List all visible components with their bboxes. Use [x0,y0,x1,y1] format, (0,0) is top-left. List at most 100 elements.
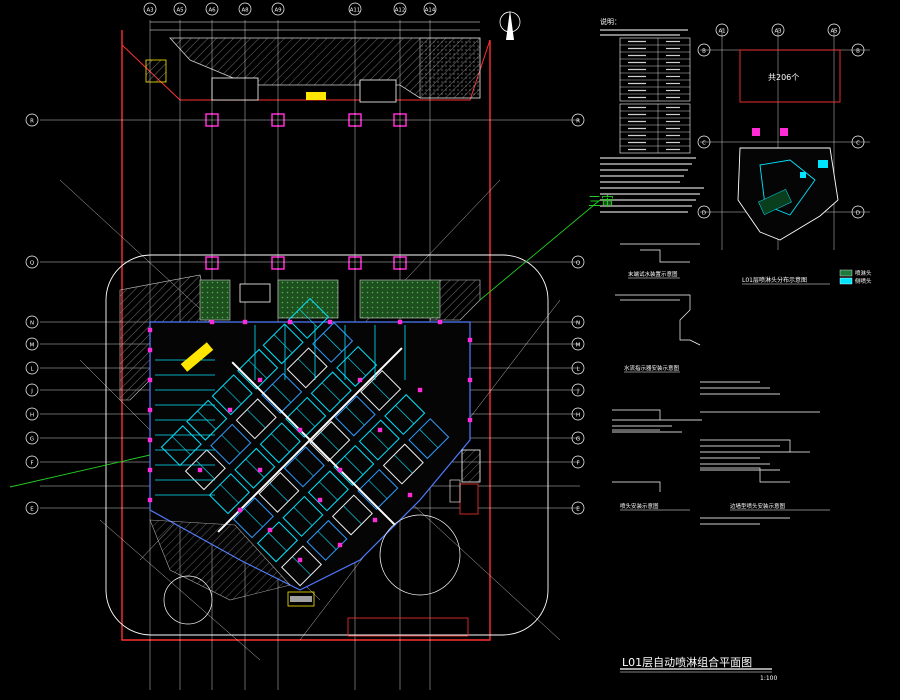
legend-label-2: 侧喷头 [855,277,872,285]
sprinkler-head [267,527,273,533]
column-row-middle [205,256,407,270]
notes-panel: 说明： 三审 [588,17,704,213]
sprinkler-head [407,492,413,498]
sprinkler-head [257,377,263,383]
sprinkler-head [437,319,443,325]
detail-caption-4: 边墙型喷头安装示意图 [730,502,786,510]
right-side-rooms [449,449,481,515]
sprinkler-head [197,467,203,473]
svg-text:R: R [576,118,580,124]
north-arrow-icon [499,10,521,40]
svg-text:D: D [856,210,860,216]
sprinkler-head [467,417,473,423]
svg-text:C: C [702,140,706,146]
svg-text:G: G [30,436,34,442]
inset-upper-block [739,49,841,103]
svg-text:A5: A5 [176,7,183,13]
svg-text:E: E [576,506,580,512]
sprinkler-head [287,319,293,325]
grid-bubble-top: A12 [393,2,407,16]
sprinkler-head [147,377,153,383]
svg-text:N: N [576,320,580,326]
svg-text:R: R [30,118,34,124]
svg-text:J: J [576,388,579,394]
sprinkler-head [467,337,473,343]
top-dimension-line [150,21,480,31]
svg-text:F: F [30,460,33,466]
svg-text:L: L [576,366,579,372]
sprinkler-head [377,427,383,433]
svg-text:M: M [576,342,581,348]
grid-bubble-left: M [25,337,39,351]
top-room-right [359,79,397,103]
sprinkler-head [147,437,153,443]
grid-bubble-left: E [25,501,39,515]
legend-label-1: 喷淋头 [855,269,872,277]
svg-text:A11: A11 [350,7,361,13]
sprinkler-head [337,467,343,473]
legend-swatch-2 [839,277,853,285]
grid-bubble-top: A9 [271,2,285,16]
svg-text:M: M [30,342,35,348]
inset-caption: L01层喷淋头分布示意图 [742,276,807,284]
notes-heading: 说明： [600,17,621,26]
notes-table-2 [619,103,691,154]
svg-text:Q: Q [576,260,580,266]
sprinkler-head [147,497,153,503]
svg-text:B: B [856,48,860,54]
svg-text:J: J [30,388,33,394]
grid-bubble-top: A8 [238,2,252,16]
detail-captions: 末端试水装置示意图 水流指示器安装示意图 喷头安装示意图 边墙型喷头安装示意图 [620,270,830,511]
detail-drawings [612,243,820,492]
svg-text:D: D [702,210,706,216]
sprinkler-head [147,327,153,333]
svg-text:Q: Q [30,260,34,266]
grid-bubble-top: A14 [423,2,437,16]
sprinkler-head [417,387,423,393]
detail-caption-2: 水流指示器安装示意图 [624,364,680,372]
grid-bubble-left: L [25,361,39,375]
svg-text:A8: A8 [241,7,249,13]
sprinkler-head [467,377,473,383]
sprinkler-head [147,347,153,353]
grid-bubble-left: G [25,431,39,445]
grid-bubble-top: A6 [205,2,219,16]
svg-text:B: B [702,48,706,54]
grid-bubble-left: N [25,315,39,329]
notes-table-1 [619,37,691,102]
top-dotted-zone [419,37,481,99]
svg-text:A9: A9 [274,7,282,13]
notes-text-lines [600,29,704,213]
sprinkler-head [242,319,248,325]
grid-bubble-left: F [25,455,39,469]
svg-text:A6: A6 [208,7,216,13]
top-room-left [211,77,259,101]
sprinkler-heads [147,319,473,563]
sprinkler-head [227,407,233,413]
svg-text:H: H [576,412,580,418]
sprinkler-head [372,517,378,523]
main-feeder-pipe [231,361,396,526]
sprinkler-head [257,467,263,473]
sprinkler-head [147,407,153,413]
sprinkler-head [297,557,303,563]
lower-hatched-zone [149,519,291,601]
site-rounded-outline [105,254,549,636]
sprinkler-pipe-network [155,297,450,587]
sprinkler-head [147,467,153,473]
svg-text:H: H [30,412,34,418]
svg-text:A12: A12 [395,7,406,13]
svg-text:N: N [30,320,34,326]
svg-text:A14: A14 [425,7,436,13]
sprinkler-head [337,542,343,548]
grid-bubble-top: A5 [173,2,187,16]
svg-text:F: F [576,460,579,466]
sprinkler-head [327,319,333,325]
sprinkler-head [237,507,243,513]
top-grid-axis: A3 A5 A6 A8 A9 A11 A12 A14 [143,2,437,16]
detail-caption-1: 末端试水装置示意图 [628,270,678,278]
top-yellow-equipment [306,92,326,100]
grid-bubble-top: A3 [143,2,157,16]
